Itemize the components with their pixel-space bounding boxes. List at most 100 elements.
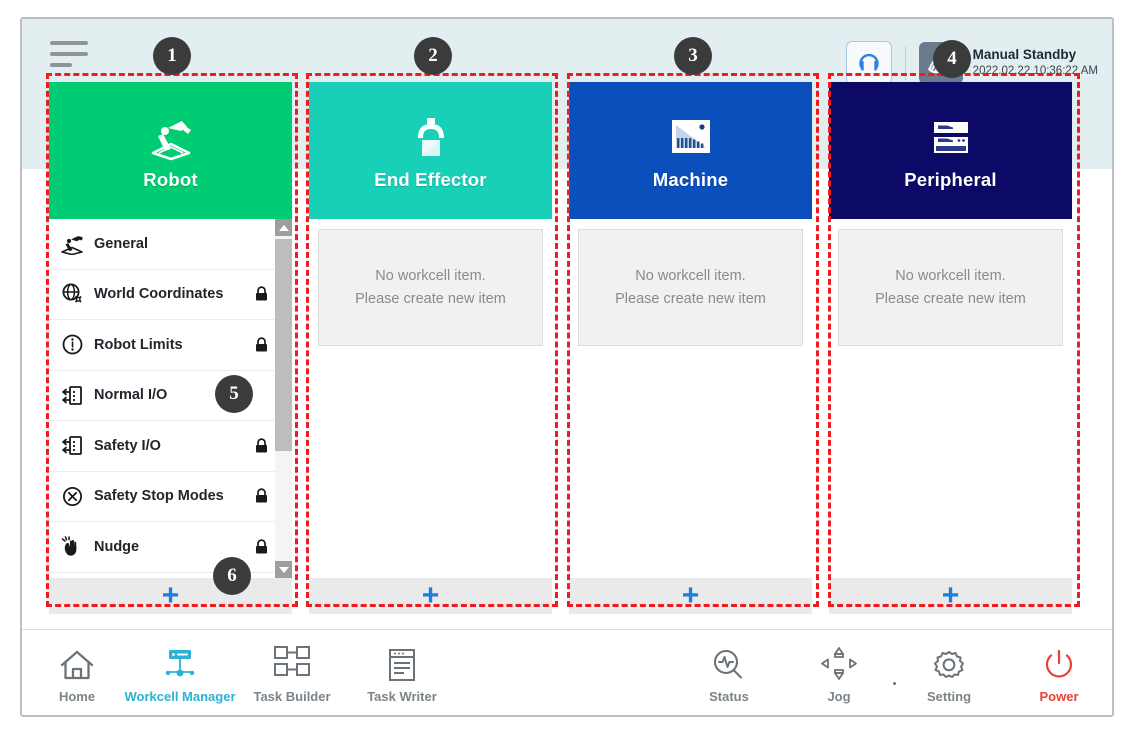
menu-item-label: Robot Limits	[94, 336, 183, 353]
panel-header-peripheral[interactable]: Peripheral	[829, 82, 1072, 219]
nav-item-status[interactable]: Status	[674, 642, 784, 704]
gear-icon	[931, 642, 967, 682]
nav-label: Status	[709, 689, 749, 704]
panel-title-end-effector: End Effector	[374, 168, 487, 190]
io-port-icon	[57, 384, 87, 407]
scrollbar-thumb[interactable]	[275, 239, 292, 451]
machine-icon	[668, 111, 714, 165]
nav-item-power[interactable]: Power	[1004, 642, 1112, 704]
robot-list-scrollbar[interactable]	[275, 219, 292, 578]
panel-body-robot: General Wor	[49, 219, 292, 578]
hand-nudge-icon	[57, 535, 87, 558]
status-magnifier-icon	[711, 642, 747, 682]
power-icon	[1042, 642, 1076, 682]
add-robot-item-button[interactable]: +	[49, 578, 292, 614]
menu-item-safety-io[interactable]: Safety I/O	[49, 421, 275, 472]
panel-machine: Machine No workcell item. Please create …	[569, 82, 812, 614]
chevron-down-icon	[278, 566, 289, 573]
nav-label: Workcell Manager	[124, 689, 236, 704]
add-end-effector-button[interactable]: +	[309, 578, 552, 614]
nav-item-workcell-manager[interactable]: Workcell Manager	[124, 642, 236, 704]
mode-status-text: Manual Standby 2022.02.22 10:36:22 AM	[973, 47, 1098, 78]
globe-axes-icon	[57, 282, 87, 306]
menu-item-label: Safety I/O	[94, 437, 161, 454]
empty-line-1: No workcell item.	[895, 268, 1006, 285]
empty-line-2: Please create new item	[355, 290, 506, 307]
robot-menu-list[interactable]: General Wor	[49, 219, 275, 578]
nav-label: Task Writer	[367, 689, 437, 704]
menu-item-nudge[interactable]: Nudge	[49, 522, 275, 573]
nav-item-home[interactable]: Home	[22, 642, 132, 704]
menu-item-general[interactable]: General	[49, 219, 275, 270]
workcell-manager-icon	[160, 642, 200, 682]
menu-item-label: General	[94, 235, 148, 252]
lock-icon	[253, 539, 269, 555]
panel-header-end-effector[interactable]: End Effector	[309, 82, 552, 219]
plus-icon: +	[421, 579, 440, 612]
panel-body-machine: No workcell item. Please create new item	[569, 219, 812, 578]
home-icon	[59, 642, 95, 682]
lock-icon	[253, 286, 269, 302]
panel-title-robot: Robot	[143, 168, 198, 190]
panel-body-peripheral: No workcell item. Please create new item	[829, 219, 1072, 578]
plus-icon: +	[941, 579, 960, 612]
scroll-up-button[interactable]	[275, 219, 292, 236]
mode-timestamp: 2022.02.22 10:36:22 AM	[972, 65, 1098, 78]
chevron-up-icon	[278, 224, 289, 231]
mode-title: Manual Standby	[972, 47, 1077, 63]
header-divider	[904, 46, 906, 80]
empty-state-end-effector: No workcell item. Please create new item	[318, 229, 543, 346]
menu-item-normal-io[interactable]: Normal I/O	[49, 371, 275, 421]
nav-label: Power	[1039, 689, 1079, 704]
task-builder-icon	[274, 646, 310, 676]
stop-octagon-icon	[57, 485, 87, 508]
nav-label: Setting	[926, 689, 972, 704]
empty-state-peripheral: No workcell item. Please create new item	[838, 229, 1063, 346]
empty-state-machine: No workcell item. Please create new item	[578, 229, 803, 346]
panel-end-effector: End Effector No workcell item. Please cr…	[309, 82, 552, 614]
lock-icon	[253, 488, 269, 504]
limits-circle-icon	[57, 333, 87, 356]
hamburger-menu-icon[interactable]	[50, 41, 90, 75]
device-frame: Manual Standby 2022.02.22 10:36:22 AM	[20, 17, 1114, 717]
bottom-navigation-bar: Home Workcell Manager	[22, 629, 1112, 715]
menu-item-label: Safety Stop Modes	[94, 488, 224, 505]
nav-label: Task Builder	[253, 689, 331, 704]
lock-icon	[253, 438, 269, 454]
io-port-icon	[57, 434, 87, 457]
panel-body-end-effector: No workcell item. Please create new item	[309, 219, 552, 578]
add-machine-button[interactable]: +	[569, 578, 812, 614]
menu-item-label: Nudge	[94, 538, 140, 555]
robot-arm-icon	[144, 111, 198, 165]
menu-item-safety-stop-modes[interactable]: Safety Stop Modes	[49, 472, 275, 522]
panel-title-peripheral: Peripheral	[904, 168, 997, 190]
manual-hand-icon[interactable]	[918, 42, 963, 84]
jog-dpad-icon	[819, 642, 859, 682]
panel-header-robot[interactable]: Robot	[49, 82, 292, 219]
panel-header-machine[interactable]: Machine	[569, 82, 812, 219]
nav-item-jog[interactable]: Jog	[784, 642, 894, 704]
lock-icon	[253, 337, 269, 353]
nav-item-task-builder[interactable]: Task Builder	[237, 642, 347, 704]
reset-circular-arrow-icon[interactable]	[845, 41, 892, 85]
workcell-panel-row: Robot Gener	[49, 82, 1089, 614]
panel-title-machine: Machine	[652, 168, 729, 190]
menu-item-robot-limits[interactable]: Robot Limits	[49, 320, 275, 371]
plus-icon: +	[161, 579, 180, 612]
header-right-cluster: Manual Standby 2022.02.22 10:36:22 AM	[845, 39, 1098, 87]
robot-arm-icon	[57, 233, 87, 255]
nav-item-setting[interactable]: Setting	[894, 642, 1004, 704]
empty-line-2: Please create new item	[615, 290, 766, 307]
plus-icon: +	[681, 579, 700, 612]
menu-item-label: World Coordinates	[94, 286, 224, 303]
add-peripheral-button[interactable]: +	[829, 578, 1072, 614]
gripper-icon	[406, 111, 456, 165]
empty-line-1: No workcell item.	[635, 268, 746, 285]
peripheral-rack-icon	[927, 111, 975, 165]
menu-item-world-coordinates[interactable]: World Coordinates	[49, 270, 275, 320]
scroll-down-button[interactable]	[275, 561, 292, 578]
nav-item-task-writer[interactable]: Task Writer	[347, 642, 457, 704]
panel-robot: Robot Gener	[49, 82, 292, 614]
empty-line-1: No workcell item.	[375, 268, 486, 285]
task-writer-icon	[385, 642, 419, 682]
